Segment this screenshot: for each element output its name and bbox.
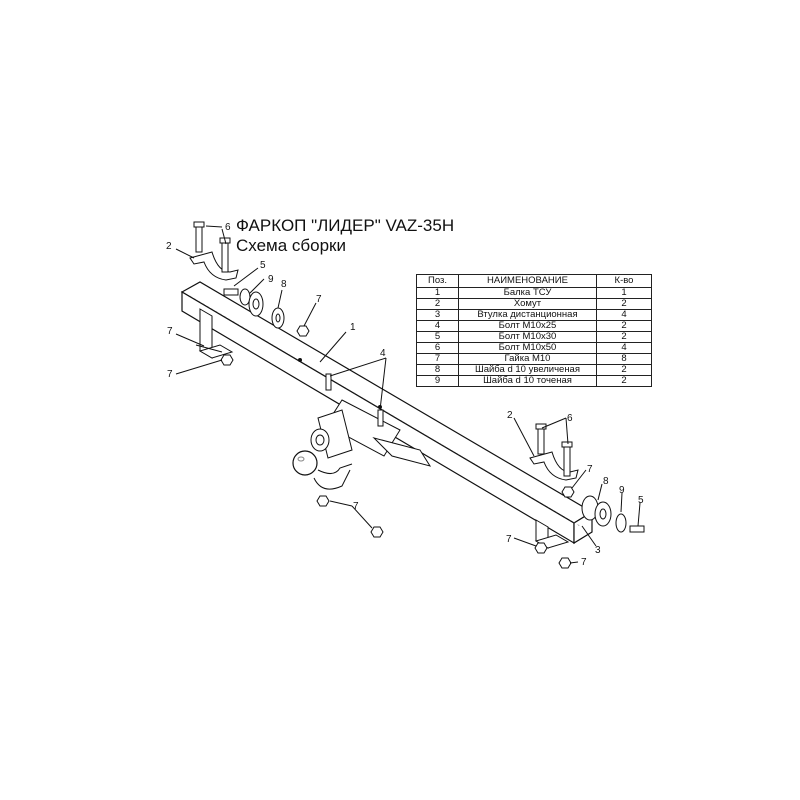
callout-7-f: 7 [581,557,587,568]
cell-name: Болт М10х50 [458,342,597,354]
callout-8-left: 8 [281,279,287,290]
table-row: 7 Гайка М10 8 [416,353,652,365]
callout-6-left: 6 [225,222,231,233]
table-row: 1 Балка ТСУ 1 [416,287,652,299]
right-clamp [529,423,579,481]
callout-labels: 1 2 2 3 4 5 5 6 6 7 7 7 7 7 7 7 8 8 9 9 [166,222,644,568]
cell-qty: 4 [596,342,652,354]
callout-5-right: 5 [638,495,644,506]
parts-table: Поз. НАИМЕНОВАНИЕ К-во 1 Балка ТСУ 1 2 Х… [416,274,652,387]
hitch-assembly [292,399,432,490]
cell-name: Шайба d 10 точеная [458,375,597,387]
cell-qty: 2 [596,298,652,310]
table-row: 8 Шайба d 10 увеличеная 2 [416,364,652,376]
left-fasteners [223,288,310,337]
callout-7-g: 7 [587,464,593,475]
table-row: 5 Болт М10х30 2 [416,331,652,343]
cell-name: Болт М10х25 [458,320,597,332]
cell-name: Хомут [458,298,597,310]
callout-7-e: 7 [506,534,512,545]
cell-pos: 8 [416,364,459,376]
cell-pos: 1 [416,287,459,299]
callout-2-left: 2 [166,241,172,252]
callout-5-left: 5 [260,260,266,271]
callout-4: 4 [380,348,386,359]
cell-qty: 2 [596,320,652,332]
right-fasteners [561,486,645,533]
table-row: 2 Хомут 2 [416,298,652,310]
callout-3: 3 [595,545,601,556]
table-row: 9 Шайба d 10 точеная 2 [416,375,652,387]
cell-name: Шайба d 10 увеличеная [458,364,597,376]
callout-1: 1 [350,322,356,333]
header-pos: Поз. [416,274,459,288]
diagram-title: ФАРКОП "ЛИДЕР" VAZ-35H [236,216,455,235]
cell-name: Болт М10х30 [458,331,597,343]
callout-9-right: 9 [619,485,625,496]
table-row: 6 Болт М10х50 4 [416,342,652,354]
cell-name: Гайка М10 [458,353,597,365]
header-qty: К-во [596,274,652,288]
callout-7-a: 7 [316,294,322,305]
cell-pos: 2 [416,298,459,310]
cell-name: Втулка дистанционная [458,309,597,321]
leader-lines [175,225,641,564]
cell-qty: 4 [596,309,652,321]
callout-2-right: 2 [507,410,513,421]
cell-qty: 2 [596,331,652,343]
loose-nuts [220,354,572,569]
callout-7-b: 7 [167,326,173,337]
cell-qty: 8 [596,353,652,365]
cell-pos: 4 [416,320,459,332]
callout-7-d: 7 [353,501,359,512]
callout-9-left: 9 [268,274,274,285]
left-clamp [189,221,239,281]
cell-pos: 6 [416,342,459,354]
callout-8-right: 8 [603,476,609,487]
header-name: НАИМЕНОВАНИЕ [458,274,597,288]
callout-6-right: 6 [567,413,573,424]
cell-qty: 2 [596,364,652,376]
diagram-subtitle: Схема сборки [236,236,346,255]
table-row: 4 Болт М10х25 2 [416,320,652,332]
callout-7-c: 7 [167,369,173,380]
cell-pos: 7 [416,353,459,365]
cell-qty: 1 [596,287,652,299]
cell-pos: 9 [416,375,459,387]
cell-qty: 2 [596,375,652,387]
cell-pos: 3 [416,309,459,321]
cell-pos: 5 [416,331,459,343]
table-row: 3 Втулка дистанционная 4 [416,309,652,321]
cell-name: Балка ТСУ [458,287,597,299]
table-header-row: Поз. НАИМЕНОВАНИЕ К-во [416,274,652,288]
